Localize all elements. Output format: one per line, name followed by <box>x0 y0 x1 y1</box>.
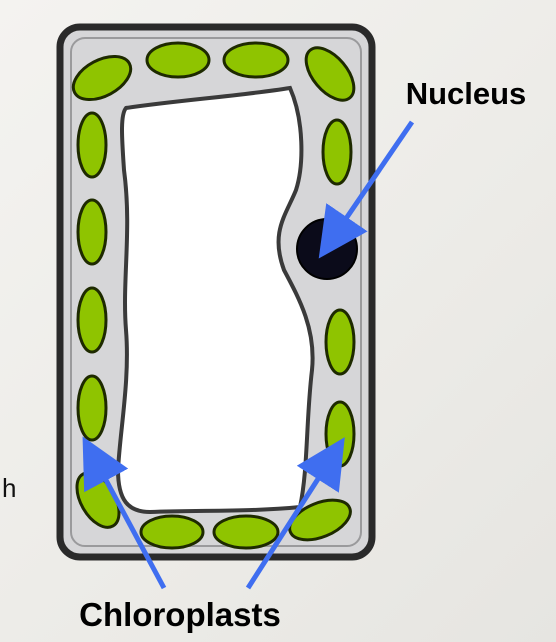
chloroplast-icon <box>288 498 352 542</box>
chloroplast-icon <box>222 41 290 79</box>
chloroplast-arrow-right <box>245 437 345 590</box>
chloroplasts-label: Chloroplasts <box>79 596 281 633</box>
chloroplast-icon <box>212 514 280 550</box>
chloroplast-icon <box>76 198 108 266</box>
edge-text-fragment: h <box>2 473 16 503</box>
chloroplast-icon <box>321 118 353 186</box>
chloroplast-icon <box>76 374 108 442</box>
chloroplast-icon <box>139 514 205 550</box>
central-vacuole <box>115 85 315 515</box>
chloroplast-icon <box>76 286 108 354</box>
nucleus-icon <box>296 218 358 280</box>
nucleus-arrow <box>318 120 415 259</box>
chloroplast-icon <box>76 111 108 179</box>
chloroplast-icon <box>71 54 133 102</box>
chloroplast-icon <box>145 41 211 79</box>
chloroplast-icon <box>304 46 356 102</box>
chloroplast-arrow-left <box>82 436 167 590</box>
chloroplast-icon <box>324 308 356 376</box>
nucleus-label: Nucleus <box>406 76 527 111</box>
cell-membrane <box>70 37 362 547</box>
